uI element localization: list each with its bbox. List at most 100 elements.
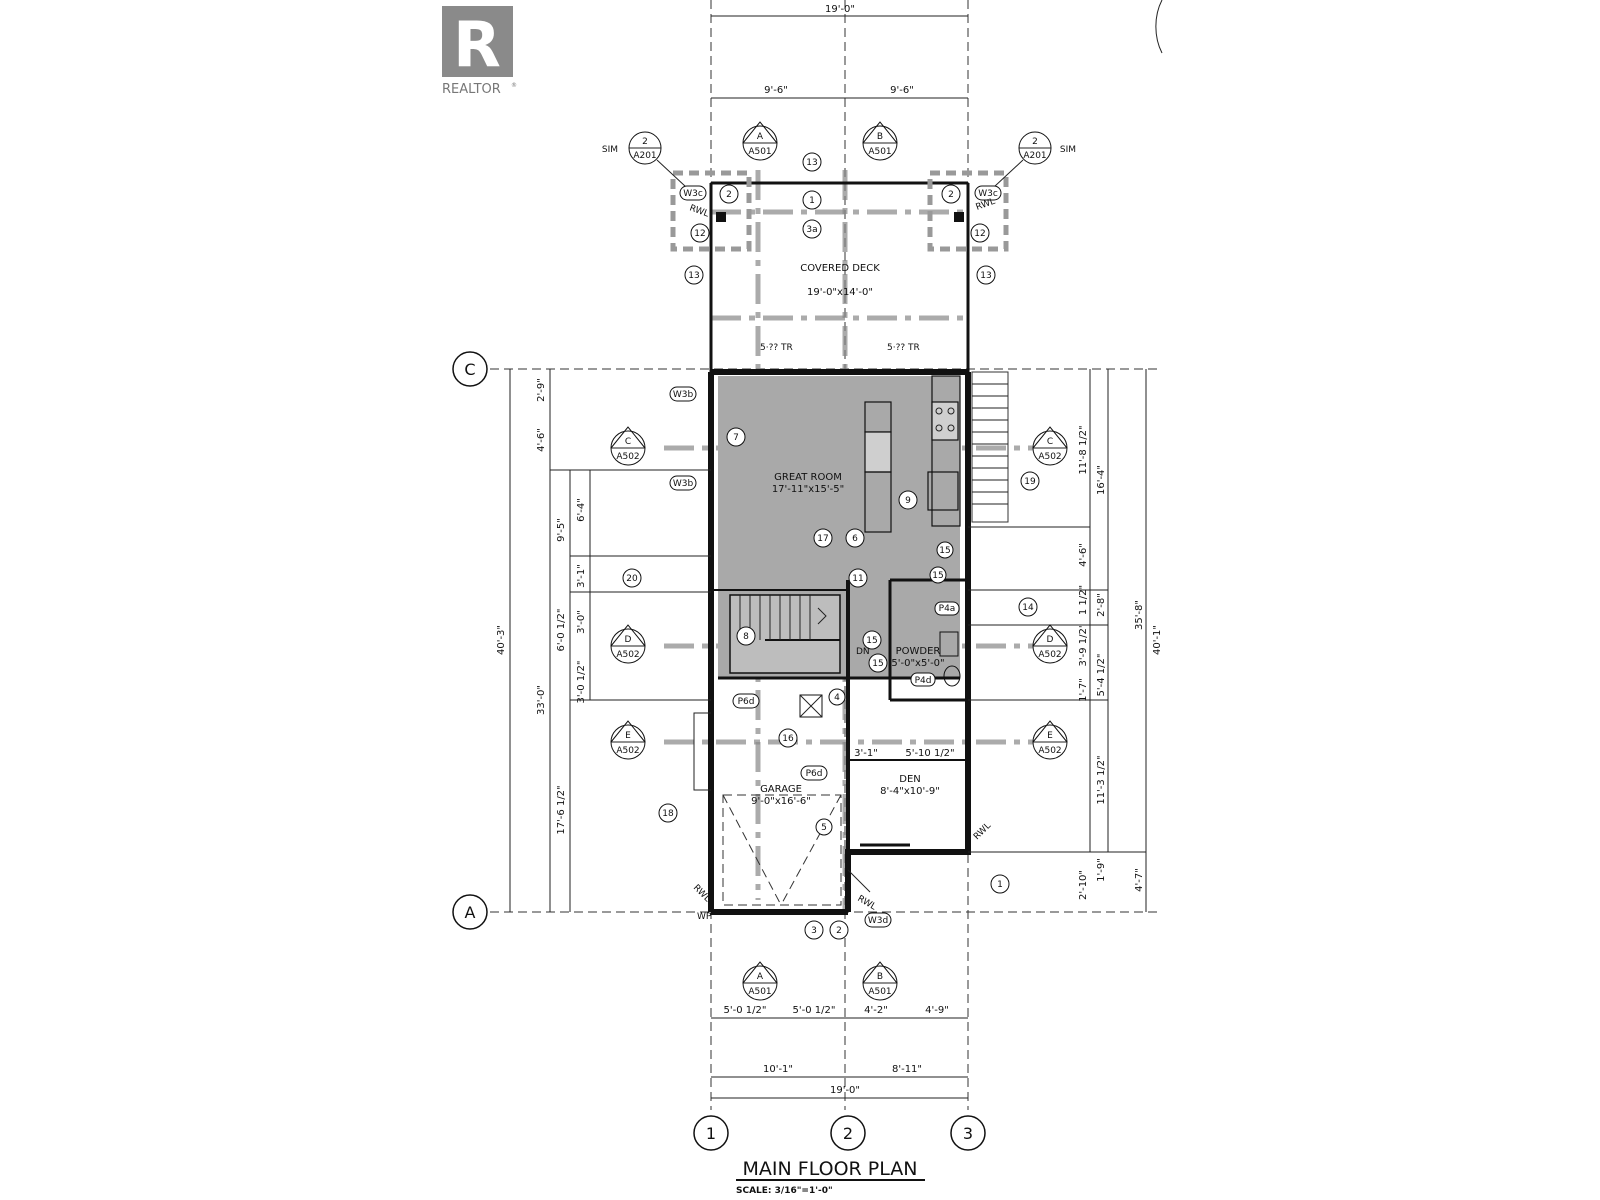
svg-text:3a: 3a bbox=[806, 225, 817, 235]
tag-dn: DN bbox=[856, 647, 870, 657]
dim-right-g: 5'-4 1/2" bbox=[1096, 654, 1107, 697]
dim-bottom-overall: 19'-0" bbox=[830, 1085, 860, 1096]
svg-text:2: 2 bbox=[726, 190, 732, 200]
svg-text:W3c: W3c bbox=[683, 189, 703, 199]
north-arrow-partial bbox=[1155, 0, 1163, 54]
svg-text:3: 3 bbox=[963, 1124, 973, 1143]
svg-text:B: B bbox=[877, 972, 883, 982]
keynote-6: 6 bbox=[845, 528, 865, 548]
svg-text:®: ® bbox=[511, 82, 517, 89]
tag-rwl-3: RWL bbox=[972, 821, 993, 842]
svg-text:W3b: W3b bbox=[673, 479, 694, 489]
section-D-left: D A502 bbox=[610, 624, 646, 664]
svg-text:P6d: P6d bbox=[738, 697, 755, 707]
svg-text:A: A bbox=[757, 972, 764, 982]
den bbox=[847, 843, 910, 893]
svg-text:E: E bbox=[1047, 731, 1053, 741]
svg-text:15: 15 bbox=[932, 571, 943, 581]
dim-bottom-c: 4'-2" bbox=[864, 1005, 888, 1016]
svg-text:7: 7 bbox=[733, 433, 739, 443]
room-labels: COVERED DECK 19'-0"x14'-0" GREAT ROOM 17… bbox=[751, 263, 944, 807]
drawing-title: MAIN FLOOR PLAN SCALE: 3/16"=1'-0" bbox=[736, 1158, 925, 1196]
keynote-2b: 2 bbox=[941, 184, 961, 204]
dim-left-b: 4'-6" bbox=[536, 428, 547, 452]
keynote-15d: 15 bbox=[929, 566, 947, 584]
garage-name: GARAGE bbox=[760, 784, 802, 795]
svg-text:SIM: SIM bbox=[1060, 145, 1076, 155]
dim-right-m: 40'-1" bbox=[1152, 625, 1163, 655]
keynote-15: 15 bbox=[862, 630, 882, 650]
dim-left-g: 3'-0" bbox=[576, 610, 587, 634]
grid-bubble-1: 1 bbox=[693, 1115, 729, 1151]
svg-text:A201: A201 bbox=[633, 151, 656, 161]
dim-right-c: 4'-6" bbox=[1078, 543, 1089, 567]
exterior-walls bbox=[708, 369, 971, 915]
exterior-stair bbox=[971, 371, 1009, 523]
svg-text:D: D bbox=[1047, 635, 1054, 645]
svg-text:1: 1 bbox=[809, 196, 815, 206]
keynote-7: 7 bbox=[726, 427, 746, 447]
svg-text:A502: A502 bbox=[1038, 650, 1061, 660]
svg-text:15: 15 bbox=[939, 546, 950, 556]
dim-left-f: 6'-0 1/2" bbox=[556, 609, 567, 652]
covered-deck bbox=[670, 170, 1009, 372]
plan-title: MAIN FLOOR PLAN bbox=[743, 1158, 918, 1180]
svg-text:SIM: SIM bbox=[602, 145, 618, 155]
svg-text:6: 6 bbox=[852, 534, 858, 544]
keynote-4: 4 bbox=[828, 688, 846, 706]
svg-text:A502: A502 bbox=[616, 650, 639, 660]
grid-bubbles: C A 1 2 3 bbox=[452, 351, 986, 1151]
section-markers: A A501 B A501 A A501 B A501 C A502 bbox=[610, 121, 1068, 1001]
svg-text:19: 19 bbox=[1024, 477, 1036, 487]
svg-text:14: 14 bbox=[1022, 603, 1034, 613]
dim-top-overall: 19'-0" bbox=[825, 4, 855, 15]
svg-text:12: 12 bbox=[694, 229, 705, 239]
powder-name: POWDER bbox=[896, 646, 941, 657]
svg-text:W3b: W3b bbox=[673, 390, 694, 400]
dim-right-j: 1'-9" bbox=[1096, 858, 1107, 882]
dim-right-i: 2'-10" bbox=[1078, 870, 1089, 900]
keynote-19: 19 bbox=[1020, 471, 1040, 491]
tag-p4a: P4a bbox=[934, 601, 960, 616]
keynote-12b: 12 bbox=[970, 223, 990, 243]
dim-top-right: 9'-6" bbox=[890, 85, 914, 96]
keynote-12: 12 bbox=[690, 223, 710, 243]
detail-callout-right: 2 A201 SIM bbox=[979, 131, 1076, 201]
svg-text:2: 2 bbox=[836, 926, 842, 936]
section-E-left: E A502 bbox=[610, 720, 646, 760]
svg-text:A: A bbox=[465, 903, 476, 922]
svg-text:4: 4 bbox=[834, 693, 840, 703]
dim-right-l: 4'-7" bbox=[1134, 868, 1145, 892]
svg-text:16: 16 bbox=[782, 734, 794, 744]
svg-text:A501: A501 bbox=[748, 987, 771, 997]
svg-text:5: 5 bbox=[821, 823, 827, 833]
svg-text:13: 13 bbox=[688, 271, 699, 281]
den-dim-b: 5'-10 1/2" bbox=[905, 748, 954, 759]
detail-callouts: 2 A201 SIM 2 A201 SIM bbox=[602, 131, 1076, 201]
svg-text:2: 2 bbox=[1032, 137, 1038, 147]
svg-text:2: 2 bbox=[843, 1124, 853, 1143]
svg-text:A501: A501 bbox=[868, 987, 891, 997]
tag-p4d: P4d bbox=[910, 672, 936, 687]
garage bbox=[693, 694, 842, 906]
svg-text:15: 15 bbox=[872, 659, 883, 669]
dim-right-a: 11'-8 1/2" bbox=[1078, 425, 1089, 474]
keynote-5: 5 bbox=[815, 818, 833, 836]
svg-text:P4d: P4d bbox=[915, 676, 932, 686]
tag-deck-beam-left: 5·?? TR bbox=[760, 343, 793, 353]
svg-text:13: 13 bbox=[806, 158, 817, 168]
section-C-right: C A502 bbox=[1032, 426, 1068, 466]
keynote-15b: 15 bbox=[868, 653, 888, 673]
tag-w3d: W3d bbox=[864, 912, 892, 928]
dim-right-h: 11'-3 1/2" bbox=[1096, 755, 1107, 804]
svg-text:P6d: P6d bbox=[806, 769, 823, 779]
keynote-2c: 2 bbox=[829, 920, 849, 940]
keynote-9: 9 bbox=[898, 490, 918, 510]
tag-rwl-1: RWL bbox=[688, 203, 710, 219]
keynote-3: 3 bbox=[804, 920, 824, 940]
tag-w3c-right: W3c bbox=[974, 185, 1002, 201]
grid-bubble-A: A bbox=[452, 894, 488, 930]
svg-text:18: 18 bbox=[662, 809, 674, 819]
svg-text:A501: A501 bbox=[868, 147, 891, 157]
